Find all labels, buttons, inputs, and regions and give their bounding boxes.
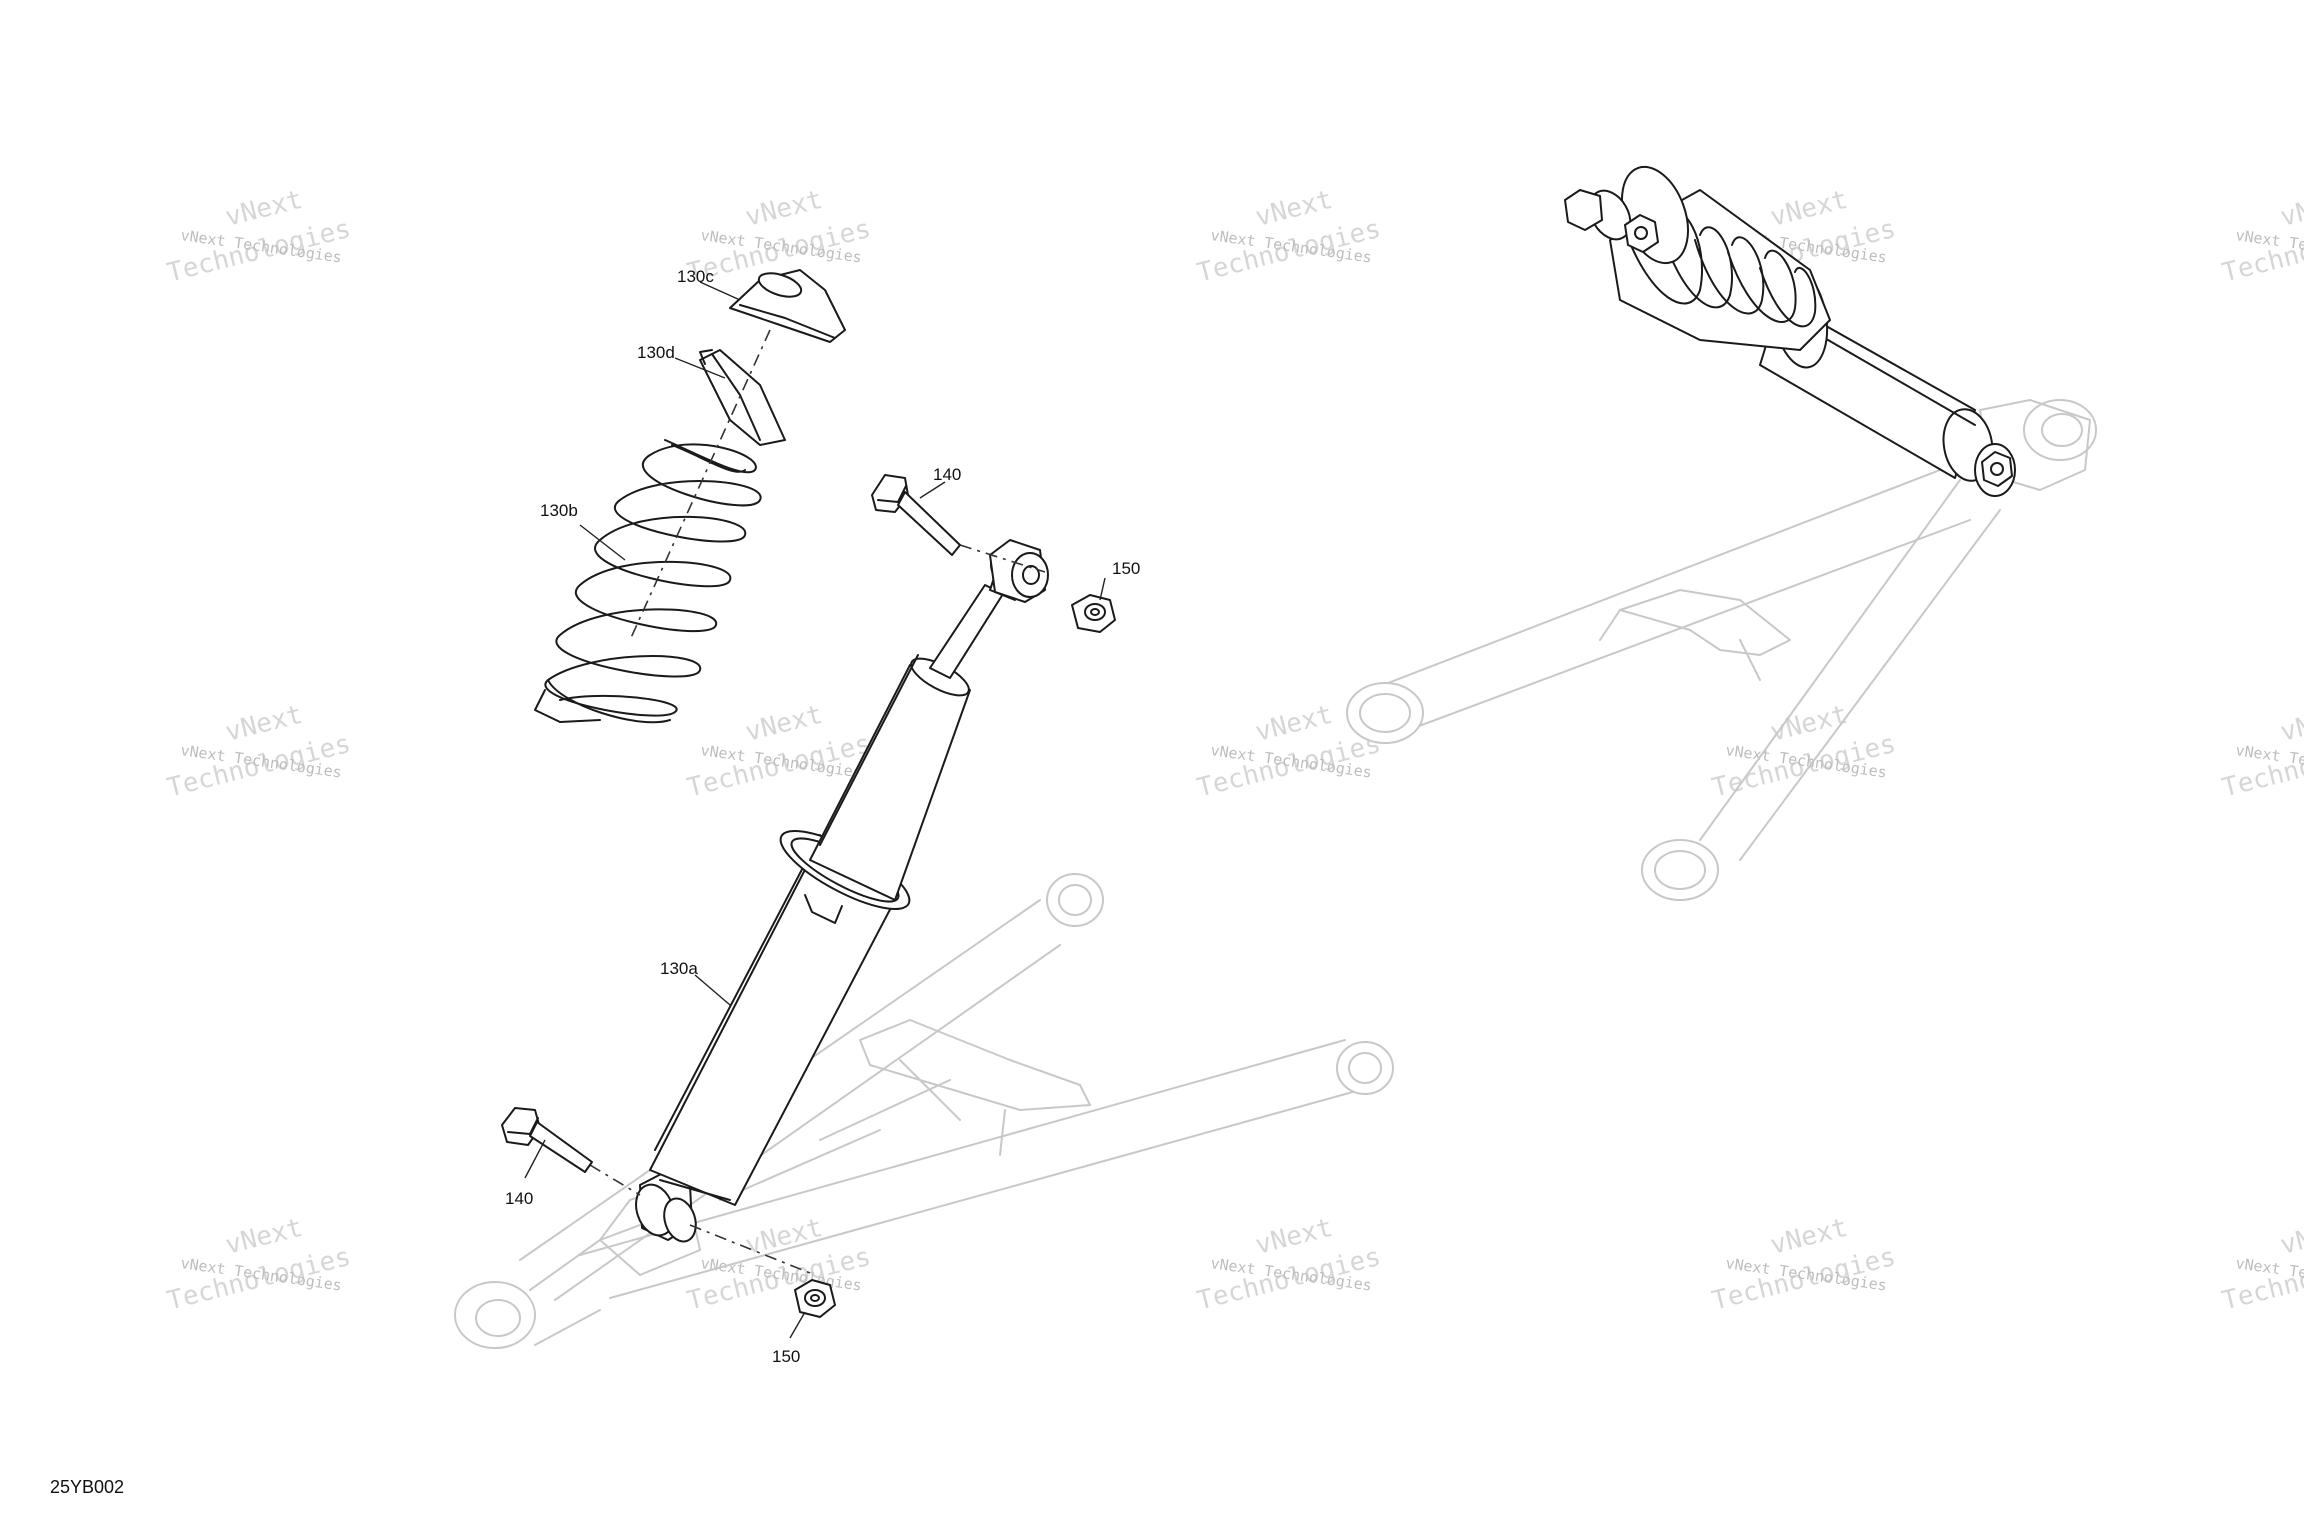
callout-labels: 130c 130d 130b 140 150 130a 140 150 <box>505 267 1140 1366</box>
a-arm-ghost-left <box>454 873 1394 1349</box>
bolt-top <box>871 474 961 556</box>
callout-150-bottom: 150 <box>772 1347 800 1366</box>
pivot-bushing-right-rear <box>1641 839 1719 901</box>
callout-leaders <box>524 281 1106 1339</box>
pivot-bushing-front <box>1336 1041 1394 1095</box>
pivot-bushing-right-front <box>1346 682 1424 744</box>
svg-text:vNext: vNext <box>1767 700 1850 748</box>
svg-text:vNext: vNext <box>1252 1213 1335 1261</box>
callout-140-top: 140 <box>933 465 961 484</box>
axis-bottom-bolt <box>589 1164 816 1276</box>
shock-absorber-body <box>635 539 1049 1243</box>
a-arm-ghost-right <box>1346 399 2097 901</box>
watermark: Technologies vNext vNext Technologies <box>684 1213 874 1317</box>
svg-text:vNext: vNext <box>1767 1213 1850 1261</box>
svg-text:vNext: vNext <box>742 700 825 748</box>
watermark: Technologies vNext vNext Technologies <box>164 700 354 804</box>
svg-text:vNext: vNext <box>1767 185 1850 233</box>
watermark: Technologies vNext vNext Technologies <box>2219 1213 2304 1317</box>
svg-text:vNext: vNext <box>222 700 305 748</box>
ball-joint-eye <box>454 1281 536 1349</box>
svg-text:vNext: vNext <box>2277 1213 2304 1261</box>
callout-150-top: 150 <box>1112 559 1140 578</box>
svg-text:vNext: vNext <box>222 1213 305 1261</box>
bolt-bottom <box>501 1107 593 1173</box>
callout-130b: 130b <box>540 501 578 520</box>
watermark: Technologies vNext vNext Technologies <box>164 1213 354 1317</box>
callout-130a: 130a <box>660 959 698 978</box>
svg-text:vNext: vNext <box>222 185 305 233</box>
watermark: Technologies vNext vNext Technologies <box>1194 1213 1384 1317</box>
watermark: Technologies vNext vNext Technologies <box>2219 700 2304 804</box>
svg-text:vNext: vNext <box>2277 700 2304 748</box>
svg-text:vNext: vNext <box>1252 700 1335 748</box>
assembly-axis <box>629 329 771 641</box>
watermark: Technologies vNext vNext Technologies <box>164 185 354 289</box>
watermark: Technologies vNext vNext Technologies <box>684 700 874 804</box>
watermark-layer: Technologies vNext vNext Technologies Te… <box>164 185 2304 1317</box>
watermark: Technologies vNext vNext Technologies <box>2219 185 2304 289</box>
shock-assembled <box>1564 165 2016 497</box>
callout-130c: 130c <box>677 267 714 286</box>
pivot-bushing-rear <box>1046 873 1104 927</box>
figure-code: 25YB002 <box>50 1477 124 1497</box>
svg-text:vNext: vNext <box>742 185 825 233</box>
spring-seat-top <box>729 269 846 343</box>
watermark: Technologies vNext vNext Technologies <box>1194 185 1384 289</box>
callout-130d: 130d <box>637 343 675 362</box>
svg-text:vNext: vNext <box>742 1213 825 1261</box>
watermark: Technologies vNext vNext Technologies <box>1709 1213 1899 1317</box>
axis-top-bolt <box>959 544 1046 573</box>
svg-text:vNext: vNext <box>1252 185 1335 233</box>
nut-bottom <box>794 1279 836 1318</box>
nut-top <box>1071 594 1116 633</box>
svg-text:vNext: vNext <box>2277 185 2304 233</box>
callout-140-bottom: 140 <box>505 1189 533 1208</box>
spring-retainer <box>699 349 786 446</box>
coil-spring <box>534 439 762 724</box>
